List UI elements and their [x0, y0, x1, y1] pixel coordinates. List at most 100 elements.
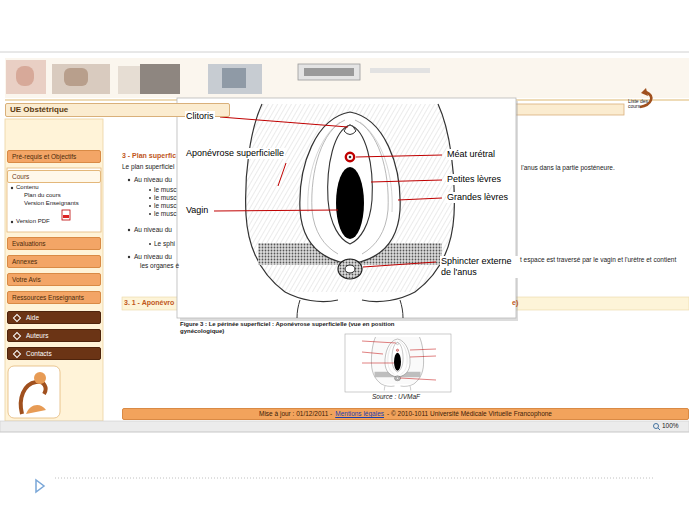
node-label: Pré-requis et Objectifs	[12, 151, 76, 162]
thumbnail-leaders	[362, 341, 436, 380]
perineum-illustration	[246, 104, 455, 318]
menu-item: Contenu	[16, 184, 39, 191]
thumbnail-leader	[362, 363, 394, 364]
list-bullet	[149, 213, 151, 215]
node-label: Evaluations	[12, 238, 46, 249]
leader-line	[214, 210, 338, 211]
figure-panel	[177, 98, 516, 318]
anatomy-label: Vagin	[185, 205, 209, 216]
thumbnail-leader	[362, 341, 396, 343]
menu-button: Cours	[7, 170, 101, 183]
menu-button: Votre Avis	[7, 273, 101, 286]
mascot-base	[26, 405, 46, 414]
thumbnail-frame	[345, 334, 451, 392]
banner-photo-detail	[222, 68, 246, 88]
banner-ground	[5, 58, 689, 98]
zoom-icon-handle	[658, 428, 660, 430]
banner-logo-strap	[370, 68, 430, 73]
thumbnail-leader	[410, 349, 436, 350]
status-bar	[0, 421, 689, 432]
thumbnail-leader	[400, 378, 436, 380]
mascot-frame	[8, 366, 60, 418]
anatomy-label: Aponévrose superficielle	[185, 148, 285, 159]
node-label: Aide	[26, 312, 39, 323]
banner-photo	[208, 64, 262, 94]
menu-icon	[13, 332, 21, 340]
course-submenu	[7, 168, 101, 232]
mascot-head	[34, 372, 46, 384]
list-bullet	[128, 179, 130, 181]
body-text: t espace est traversé par le vagin et l'…	[520, 256, 686, 264]
zoom-icon	[654, 424, 659, 429]
body-text: l'anus dans la partie posténeure.	[521, 164, 615, 172]
menu-bullet	[11, 187, 13, 189]
figure-source: Source : UVMaF	[372, 393, 420, 401]
section-heading: 3 - Plan superfic	[122, 152, 176, 160]
node-label: Auteurs	[26, 330, 48, 341]
banner-photo	[140, 64, 180, 94]
banner-photo-detail	[16, 66, 34, 86]
header-banner	[5, 58, 689, 100]
anatomy-label: Petites lèvres	[446, 174, 502, 185]
list-bullet	[149, 197, 151, 199]
node-label-part: Mentions légales	[335, 409, 384, 419]
anatomy-label: Sphincter externe de l'anus	[440, 256, 518, 278]
leader-line	[398, 198, 442, 200]
page-footer-bar: Mise à jour : 01/12/2011 -Mentions légal…	[122, 408, 689, 420]
menu-button: Contacts	[7, 347, 101, 360]
menu-bullet	[11, 221, 13, 223]
menu-button: Annexes	[7, 255, 101, 268]
slide-bullet-triangle	[36, 480, 44, 492]
thumbnail-leader	[410, 356, 436, 357]
node-label: Contacts	[26, 348, 52, 359]
leader-line	[363, 262, 436, 267]
body-text: Le plan superficiel	[122, 163, 174, 171]
banner-logo-mark	[304, 68, 354, 76]
slide-dotted-rule	[55, 478, 655, 479]
node-label: Cours	[12, 171, 29, 182]
banner-photo	[6, 60, 46, 94]
menu-button: Auteurs	[7, 329, 101, 342]
menu-icon	[13, 350, 21, 358]
body-text: le musc	[154, 186, 176, 194]
status-bar-rule	[0, 432, 689, 433]
header-bar	[506, 104, 624, 115]
node-label: Ressources Enseignants	[12, 292, 84, 303]
body-text: le musc	[154, 210, 176, 218]
body-text: Au niveau du	[134, 253, 172, 261]
list-bullet	[149, 205, 151, 207]
zoom-level: 100%	[662, 422, 679, 430]
nav-link: Liste des cours	[628, 99, 650, 110]
anatomy-label: Clitoris	[185, 111, 215, 122]
node-label: Votre Avis	[12, 274, 41, 285]
sidebar-panel	[5, 119, 103, 421]
menu-item: Plan du cours	[24, 192, 61, 199]
menu-item: Version PDF	[16, 218, 50, 225]
pdf-icon-mark	[63, 215, 69, 218]
leader-line	[220, 117, 348, 127]
body-text: Au niveau du	[134, 226, 172, 234]
pdf-icon	[62, 210, 70, 220]
menu-item: Version Enseignants	[24, 200, 79, 207]
node-label: UE Obstétrique	[10, 104, 68, 116]
section-heading-band: 3. 1 - Aponévroe)	[122, 297, 689, 310]
body-text: le musc	[154, 202, 176, 210]
body-text: le musc	[154, 194, 176, 202]
mascot-figure	[8, 366, 60, 418]
node-label: Mise à jour : 01/12/2011 -	[259, 409, 332, 419]
banner-logo	[298, 64, 360, 80]
body-text: Le sphi	[154, 240, 175, 248]
slide-rule	[0, 52, 689, 53]
leader-line	[278, 163, 286, 186]
menu-button: Pré-requis et Objectifs	[7, 150, 101, 163]
menu-button: Ressources Enseignants	[7, 291, 101, 304]
mascot-body	[21, 382, 46, 414]
leader-line	[356, 155, 442, 157]
list-bullet	[149, 243, 151, 245]
list-bullet	[149, 189, 151, 191]
figure-caption: Figure 3 : Le périnée superficiel : Apon…	[180, 321, 395, 335]
list-bullet	[128, 256, 130, 258]
node-label: Annexes	[12, 256, 37, 267]
anatomy-label: Méat urétral	[446, 149, 496, 160]
